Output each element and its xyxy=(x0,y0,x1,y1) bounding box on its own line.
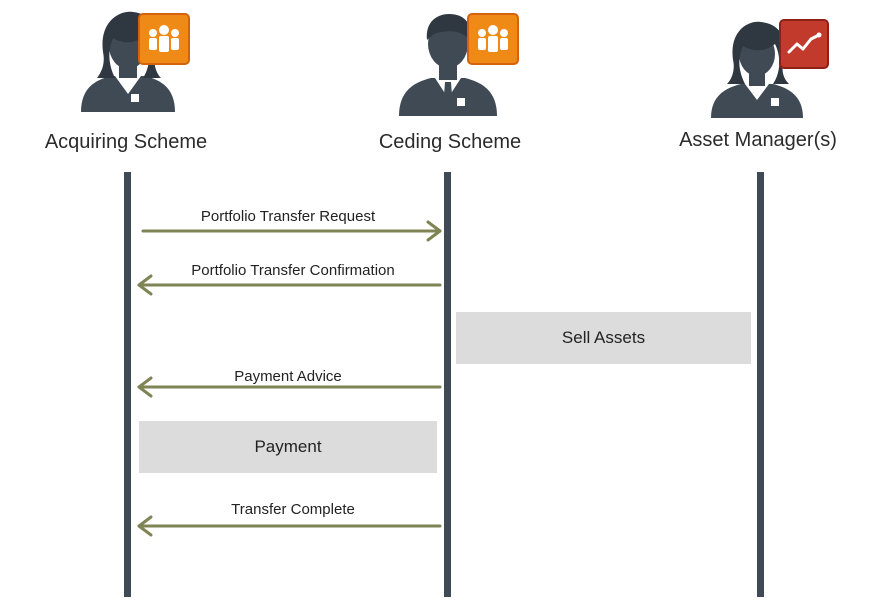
message-label-portfolio-transfer-request: Portfolio Transfer Request xyxy=(200,208,376,225)
person-male-group-icon xyxy=(399,14,497,116)
message-label-portfolio-transfer-confirmation: Portfolio Transfer Confirmation xyxy=(191,262,395,279)
arrow-portfolio-transfer-request xyxy=(141,220,442,242)
arrow-portfolio-transfer-confirmation xyxy=(137,274,442,296)
activity-payment-label: Payment xyxy=(254,437,322,456)
actor-label-asset-manager: Asset Manager(s) xyxy=(679,129,837,151)
arrow-payment-advice xyxy=(137,376,442,398)
activity-sell-assets-label: Sell Assets xyxy=(561,328,646,347)
trend-chart-icon xyxy=(779,19,829,69)
group-icon xyxy=(138,13,190,65)
lifeline-ceding xyxy=(444,172,451,597)
message-label-payment-advice: Payment Advice xyxy=(234,368,342,385)
arrow-transfer-complete xyxy=(137,515,442,537)
person-female-chart-icon xyxy=(711,21,803,118)
lifeline-asset xyxy=(757,172,764,597)
actor-label-acquiring: Acquiring Scheme xyxy=(44,131,208,153)
lifeline-acquiring xyxy=(124,172,131,597)
activity-payment-box xyxy=(139,421,437,473)
message-label-transfer-complete: Transfer Complete xyxy=(231,501,355,518)
actor-label-ceding: Ceding Scheme xyxy=(378,131,522,153)
activity-sell-assets-box xyxy=(456,312,751,364)
group-icon-2 xyxy=(467,13,519,65)
